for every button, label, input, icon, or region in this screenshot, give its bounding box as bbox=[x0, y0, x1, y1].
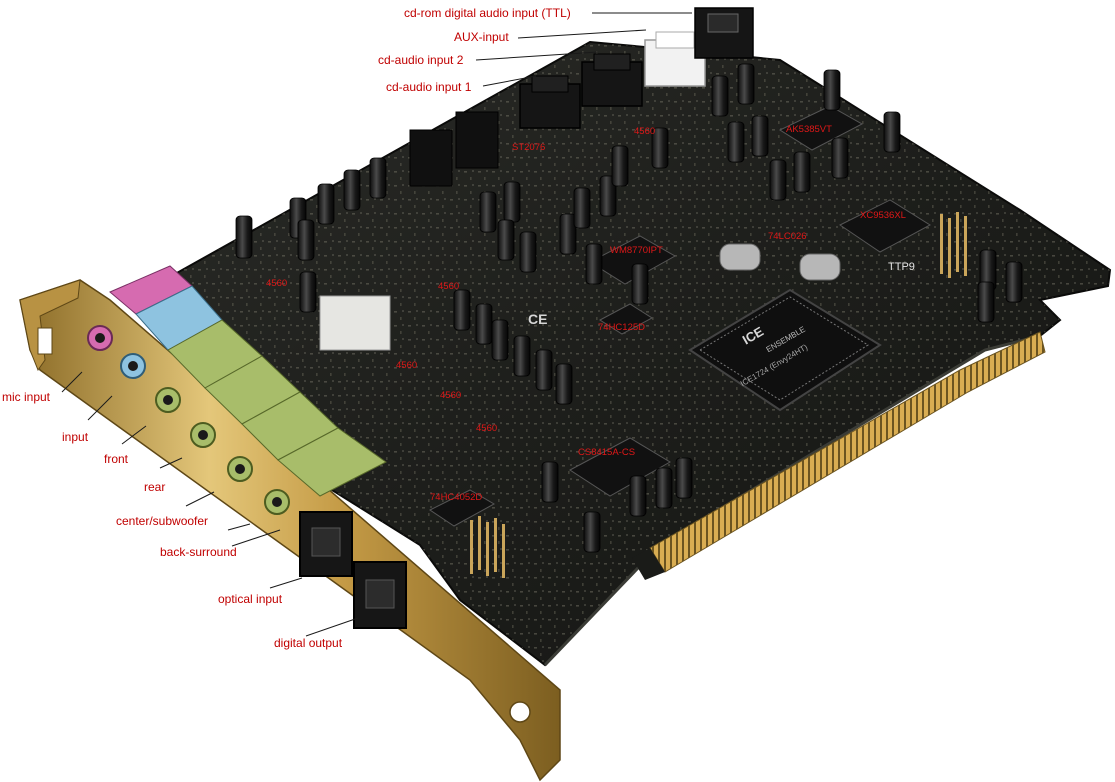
label-rear: rear bbox=[144, 480, 166, 494]
chip-label: ST2076 bbox=[512, 142, 546, 153]
chip-label: WM8770IPT bbox=[610, 245, 663, 256]
label-optical-input: optical input bbox=[218, 592, 283, 606]
pcb-board bbox=[148, 40, 1112, 667]
label-front: front bbox=[104, 452, 129, 466]
label-digital-output: digital output bbox=[274, 636, 343, 650]
chip-label: 4560 bbox=[266, 278, 288, 289]
label-line-input: input bbox=[62, 430, 89, 444]
label-cdrom-ttl: cd-rom digital audio input (TTL) bbox=[404, 6, 571, 20]
audio-jacks bbox=[87, 325, 407, 629]
chip-label: 74LC026 bbox=[768, 231, 807, 242]
capacitors bbox=[235, 63, 1023, 553]
label-cd-audio-2: cd-audio input 2 bbox=[378, 53, 464, 67]
chip-label: 4560 bbox=[440, 390, 462, 401]
label-aux-input: AUX-input bbox=[454, 30, 509, 44]
ttp-mark: TTP9 bbox=[888, 261, 915, 273]
internal-connectors bbox=[409, 7, 754, 187]
chip-label: 4560 bbox=[438, 281, 460, 292]
small-ics bbox=[319, 105, 931, 527]
jack-housings bbox=[109, 265, 387, 497]
chip-label: 4560 bbox=[476, 423, 498, 434]
label-center-subwoofer: center/subwoofer bbox=[116, 514, 209, 528]
chip-label: 4560 bbox=[396, 360, 418, 371]
pin-headers bbox=[470, 212, 967, 578]
chip-label: AK5385VT bbox=[786, 124, 832, 135]
chip-label: 74HC4052D bbox=[430, 492, 483, 503]
main-chip bbox=[688, 288, 882, 412]
chip-label: XC9536XL bbox=[860, 210, 906, 221]
chip-label: 74HC125D bbox=[598, 322, 645, 333]
leader-lines bbox=[61, 12, 692, 637]
pci-connector bbox=[632, 331, 1046, 580]
label-back-surround: back-surround bbox=[160, 545, 237, 559]
chip-label: 4560 bbox=[634, 126, 656, 137]
ce-mark: CE bbox=[528, 311, 548, 327]
label-mic-input: mic input bbox=[2, 390, 51, 404]
chip-label: CS8415A-CS bbox=[578, 447, 636, 458]
label-cd-audio-1: cd-audio input 1 bbox=[386, 80, 472, 94]
metal-bracket bbox=[19, 279, 561, 782]
